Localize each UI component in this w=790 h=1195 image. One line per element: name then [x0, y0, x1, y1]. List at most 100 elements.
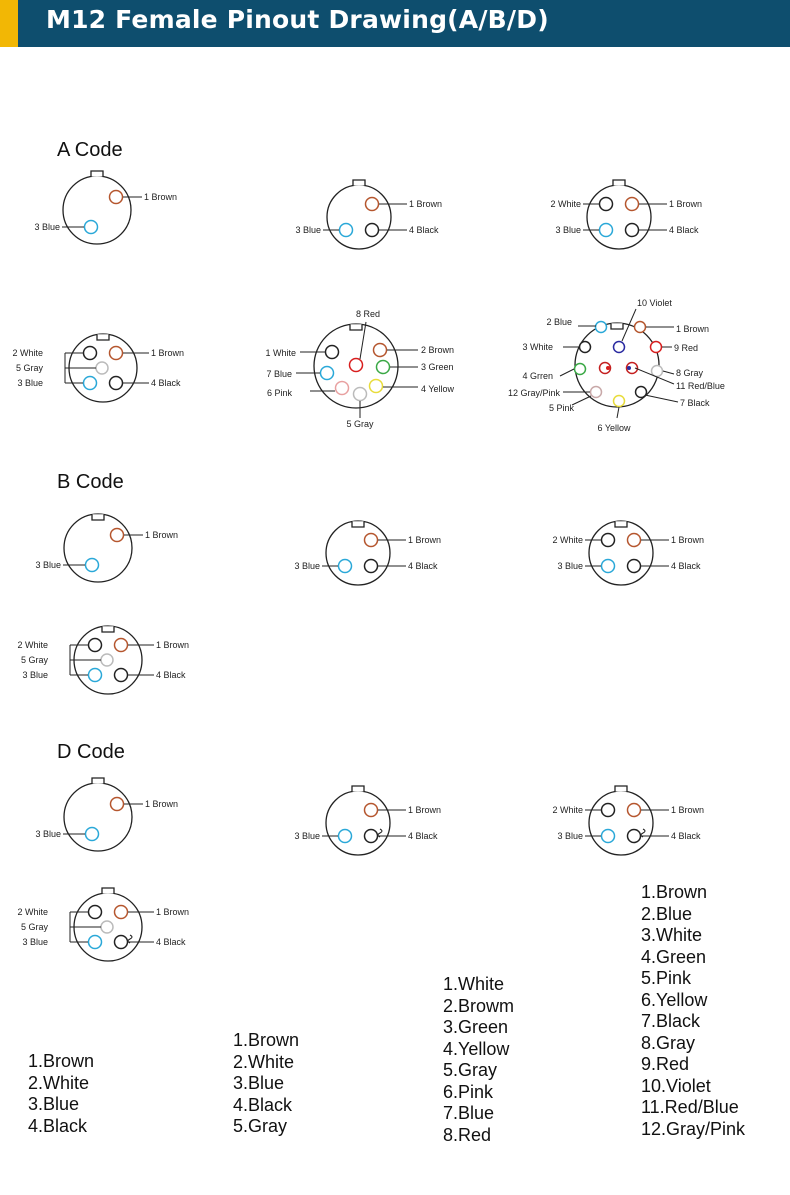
- legend-item: 3.White: [641, 925, 703, 945]
- pin: [87, 934, 103, 950]
- pin: [364, 222, 380, 238]
- pin: [334, 380, 350, 396]
- coding-key: [101, 626, 115, 633]
- legend-item: 10.Violet: [641, 1075, 711, 1096]
- pin: [337, 828, 353, 844]
- pin: [573, 362, 587, 376]
- pin-label: 2 White: [12, 348, 43, 358]
- page-title: M12 Female Pinout Drawing(A/B/D): [46, 5, 549, 34]
- legend-item: 4.Green: [641, 946, 707, 967]
- pin: [84, 826, 100, 842]
- pin: [600, 802, 616, 818]
- pin-label: 5 Gray: [346, 419, 374, 429]
- leader-line: [571, 395, 592, 406]
- legend-item: 2.White: [233, 1051, 295, 1072]
- pin-label: 5 Gray: [21, 922, 49, 932]
- pin-label: 1 Brown: [676, 324, 709, 334]
- pin: [594, 320, 608, 334]
- pin-label: 4 Black: [156, 670, 186, 680]
- pin: [363, 558, 379, 574]
- pin: [612, 340, 626, 354]
- pin: [100, 653, 114, 667]
- header-bar: [0, 0, 790, 47]
- pin-label: 1 Brown: [669, 199, 702, 209]
- legend-item: 8.Gray: [641, 1032, 696, 1053]
- coding-key: [96, 334, 110, 341]
- leader-line: [559, 368, 575, 377]
- pin-label: 11 Red/Blue: [676, 381, 725, 391]
- pin-label: 6 Pink: [267, 388, 293, 398]
- pin-label: 3 Blue: [35, 829, 61, 839]
- pin: [363, 532, 379, 548]
- legend-item: 11.Red/Blue: [641, 1097, 739, 1117]
- pin-label: 4 Yellow: [421, 384, 455, 394]
- pin: [624, 222, 640, 238]
- legend-item: 6.Yellow: [641, 989, 708, 1010]
- pin-label: 4 Black: [408, 831, 438, 841]
- pin-label: 1 Brown: [151, 348, 184, 358]
- pin: [624, 196, 640, 212]
- pin: [109, 796, 125, 812]
- legend-item: 9.Red: [641, 1054, 690, 1074]
- pin-label: 3 Blue: [294, 561, 320, 571]
- pin: [600, 558, 616, 574]
- legend-item: 5.Gray: [233, 1116, 288, 1136]
- pin-label: 3 Blue: [555, 225, 581, 235]
- connector-body: [588, 790, 654, 856]
- legend-item: 12.Gray/Pink: [641, 1118, 746, 1139]
- connector-body: [326, 184, 392, 250]
- pin: [108, 375, 124, 391]
- coding-key: [90, 170, 104, 177]
- pin-label: 1 Brown: [671, 805, 704, 815]
- pin: [83, 219, 99, 235]
- coding-key: [377, 828, 383, 838]
- pin-label: 2 White: [552, 805, 583, 815]
- pin-label: 3 Green: [421, 362, 454, 372]
- pin-label: 5 Pink: [549, 403, 575, 413]
- pin: [612, 394, 626, 408]
- pin: [87, 637, 103, 653]
- pin: [113, 667, 129, 683]
- pin-label: 3 Blue: [557, 831, 583, 841]
- legend-item: 5.Gray: [443, 1060, 498, 1080]
- pin: [352, 386, 368, 402]
- legend-item: 1.White: [443, 974, 505, 994]
- pin-label: 1 Brown: [156, 907, 189, 917]
- coding-key: [91, 514, 105, 521]
- pin: [598, 196, 614, 212]
- pin: [600, 828, 616, 844]
- legend-item: 4.Black: [233, 1094, 293, 1115]
- legend-item: 5.Pink: [641, 968, 692, 988]
- legend-item: 3.Blue: [233, 1073, 285, 1093]
- pin-label: 3 White: [522, 342, 553, 352]
- pin-label: 5 Gray: [21, 655, 49, 665]
- legend-item: 2.Blue: [641, 903, 693, 924]
- pin-label: 1 Brown: [145, 799, 178, 809]
- pin: [625, 361, 639, 375]
- pin: [87, 904, 103, 920]
- legend-item: 8.Red: [443, 1124, 492, 1145]
- pin: [337, 558, 353, 574]
- pin: [108, 345, 124, 361]
- pin-label: 1 Brown: [408, 805, 441, 815]
- pin: [626, 558, 642, 574]
- pin-label: 8 Red: [356, 309, 380, 319]
- coding-key: [640, 828, 646, 838]
- leader-line: [616, 406, 620, 419]
- pin-label: 6 Yellow: [597, 423, 631, 433]
- pin: [649, 340, 663, 354]
- pin-label: 5 Gray: [16, 363, 44, 373]
- pin: [324, 344, 340, 360]
- coding-key: [614, 521, 628, 528]
